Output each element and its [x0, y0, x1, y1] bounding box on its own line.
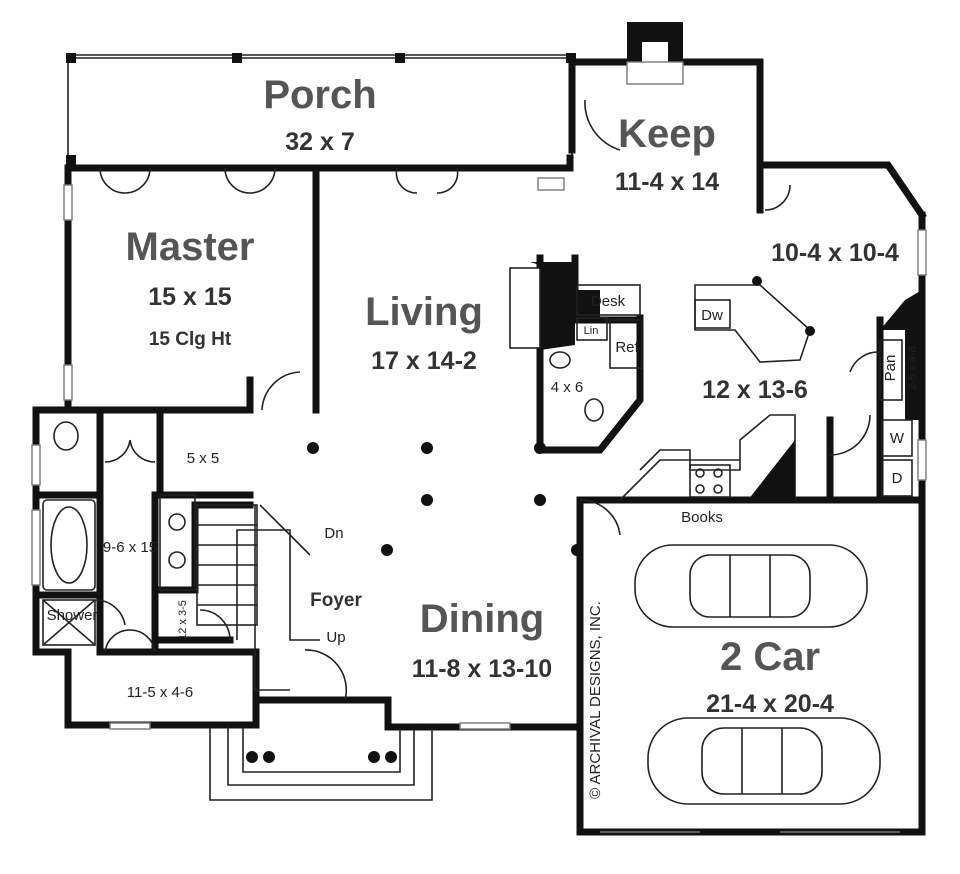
master-name: Master	[126, 225, 255, 269]
linen-label: Lin	[584, 325, 599, 337]
kitchen-size: 12 x 13-6	[702, 376, 808, 404]
master-ceiling: 15 Clg Ht	[149, 329, 232, 350]
kitchen-counters	[619, 414, 796, 501]
pantry-name: Pan	[882, 355, 899, 382]
kitchen-island	[694, 276, 815, 363]
keep-size: 11-4 x 14	[615, 168, 719, 196]
keep-fireplace	[626, 22, 684, 85]
pantry-size: 2-5 x 4-8	[907, 346, 919, 389]
copyright-text: © ARCHIVAL DESIGNS, INC.	[587, 601, 604, 799]
keep-name: Keep	[618, 112, 716, 156]
nook-size: 10-4 x 10-4	[771, 239, 899, 267]
master-size: 15 x 15	[148, 283, 232, 311]
laundry	[881, 419, 913, 497]
garage-size: 21-4 x 20-4	[706, 690, 834, 718]
porch-size: 32 x 7	[285, 128, 355, 156]
powder-size: 4 x 6	[551, 379, 584, 396]
small-closet-size: 12 x 3-5	[177, 600, 189, 640]
stair-down-label: Dn	[324, 525, 343, 542]
pantry-box	[879, 339, 903, 401]
closet-size: 5 x 5	[187, 450, 220, 467]
stair-up-label: Up	[326, 629, 345, 646]
front-stoop	[209, 727, 433, 801]
car-upper	[634, 544, 868, 628]
dining-size: 11-8 x 13-10	[412, 655, 552, 683]
dining-name: Dining	[420, 597, 544, 641]
bath-fixtures	[42, 421, 196, 646]
door-swings	[94, 99, 881, 701]
walkin-size: 11-5 x 4-6	[127, 684, 193, 701]
garage-cars	[634, 544, 881, 805]
living-name: Living	[365, 290, 483, 334]
porch-name: Porch	[263, 73, 376, 117]
washer-label: W	[890, 430, 905, 447]
shower-label: Shower	[47, 607, 98, 624]
foyer-name: Foyer	[310, 590, 362, 611]
books-label: Books	[681, 509, 723, 526]
staircase	[196, 504, 320, 691]
dryer-label: D	[892, 470, 903, 487]
bath-size: 9-6 x 15	[103, 539, 157, 556]
desk-fixture	[576, 284, 643, 369]
nook-bay-fill	[880, 290, 922, 420]
dishwasher-label: Dw	[701, 307, 723, 324]
garage-name: 2 Car	[720, 635, 820, 679]
desk-label: Desk	[591, 293, 626, 310]
living-fireplace	[509, 262, 600, 350]
car-lower	[647, 717, 881, 805]
living-size: 17 x 14-2	[371, 347, 477, 375]
windows	[31, 177, 927, 730]
refrigerator-label: Ref	[615, 339, 639, 356]
powder-fixtures	[549, 351, 604, 422]
columns	[307, 442, 583, 556]
